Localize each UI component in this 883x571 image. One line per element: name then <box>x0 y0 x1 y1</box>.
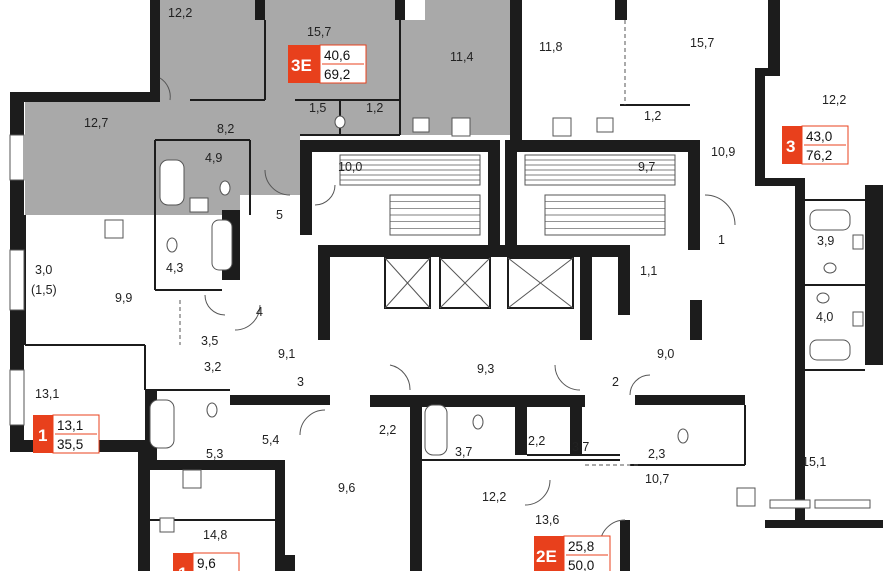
room-area-label: 5,4 <box>262 433 279 447</box>
room-area-label: 12,2 <box>822 93 846 107</box>
walls <box>10 0 883 571</box>
sink-icon <box>159 117 864 533</box>
apartment-room-count: 3 <box>786 137 795 156</box>
room-area-label: 15,7 <box>690 36 714 50</box>
room-area-label: 3,7 <box>455 445 472 459</box>
apartment-badge-3e[interactable]: 3E 40,6 69,2 <box>288 44 367 84</box>
room-area-label: 3,7 <box>572 440 589 454</box>
room-area-label: 9,1 <box>278 347 295 361</box>
apartment-living-area: 40,6 <box>324 48 350 63</box>
room-area-label: 14,8 <box>203 528 227 542</box>
stairs <box>339 154 676 236</box>
apartment-total-area: 76,2 <box>806 148 832 163</box>
room-area-label: 3,0 <box>35 263 52 277</box>
room-area-label: 1,5 <box>309 101 326 115</box>
room-area-label: 3 <box>297 375 304 389</box>
toilet-icon <box>166 115 837 444</box>
room-area-label: 10,0 <box>338 160 362 174</box>
room-area-label: 10,9 <box>711 145 735 159</box>
room-area-label: 3,5 <box>201 334 218 348</box>
room-area-label: 1 <box>718 233 725 247</box>
apartment-total-area: 50,0 <box>568 558 594 571</box>
room-area-label: 1,2 <box>644 109 661 123</box>
room-area-label: 12,7 <box>84 116 108 130</box>
room-area-label: 4,0 <box>816 310 833 324</box>
apartment-room-count: 2E <box>536 547 557 566</box>
stove-icon <box>104 117 756 507</box>
apartment-room-count: 1 <box>178 564 187 571</box>
room-area-label: 4,3 <box>166 261 183 275</box>
room-area-label: 11,4 <box>450 50 473 64</box>
windows <box>9 134 871 509</box>
room-area-label: 13,1 <box>35 387 59 401</box>
room-area-label: 3,2 <box>204 360 221 374</box>
apartment-living-area: 43,0 <box>806 129 832 144</box>
apartment-room-count: 1 <box>38 426 47 445</box>
room-area-label: 3,9 <box>817 234 834 248</box>
apartment-badge-3[interactable]: 3 43,0 76,2 <box>782 125 849 165</box>
apartment-living-area: 13,1 <box>57 418 83 433</box>
bathtub-icon <box>149 159 851 456</box>
room-area-label: 13,6 <box>535 513 559 527</box>
apartment-living-area: 25,8 <box>568 539 594 554</box>
elevators <box>384 257 574 309</box>
apartment-room-count: 3E <box>291 56 312 75</box>
room-area-label: 5,3 <box>206 447 223 461</box>
room-area-label: 15,7 <box>307 25 331 39</box>
apartment-total-area: 35,5 <box>57 437 83 452</box>
room-area-label: 5 <box>276 208 283 222</box>
apartment-badge-1-bottom[interactable]: 1 9,6 <box>173 552 240 571</box>
apartment-badge-2e[interactable]: 2E 25,8 50,0 <box>534 535 611 571</box>
room-area-label: 1,1 <box>640 264 657 278</box>
partitions <box>24 20 865 521</box>
room-area-label: 10,7 <box>645 472 669 486</box>
room-area-label: 8,2 <box>217 122 234 136</box>
room-labels: 12,2 15,7 11,4 12,7 8,2 4,9 1,5 1,2 11,8… <box>31 6 846 542</box>
apartment-total-area: 69,2 <box>324 67 350 82</box>
apartment-badge-1[interactable]: 1 13,1 35,5 <box>33 414 100 454</box>
room-area-label: 15,1 <box>802 455 826 469</box>
dashed-boundaries <box>179 20 640 466</box>
room-area-label: 11,8 <box>539 40 562 54</box>
room-area-label: (1,5) <box>31 283 57 297</box>
room-area-label: 9,7 <box>638 160 655 174</box>
apartment-living-area: 9,6 <box>197 556 216 571</box>
room-area-label: 1,2 <box>366 101 383 115</box>
room-area-label: 4 <box>256 305 263 319</box>
room-area-label: 2,3 <box>648 447 665 461</box>
room-area-label: 12,2 <box>482 490 506 504</box>
room-area-label: 9,6 <box>338 481 355 495</box>
room-area-label: 9,3 <box>477 362 494 376</box>
selected-apartment-area <box>25 0 510 215</box>
room-area-label: 9,0 <box>657 347 674 361</box>
room-area-label: 12,2 <box>168 6 192 20</box>
room-area-label: 9,9 <box>115 291 132 305</box>
doors <box>159 77 736 546</box>
room-area-label: 2,2 <box>379 423 396 437</box>
room-area-label: 2,2 <box>528 434 545 448</box>
room-area-label: 4,9 <box>205 151 222 165</box>
room-area-label: 2 <box>612 375 619 389</box>
